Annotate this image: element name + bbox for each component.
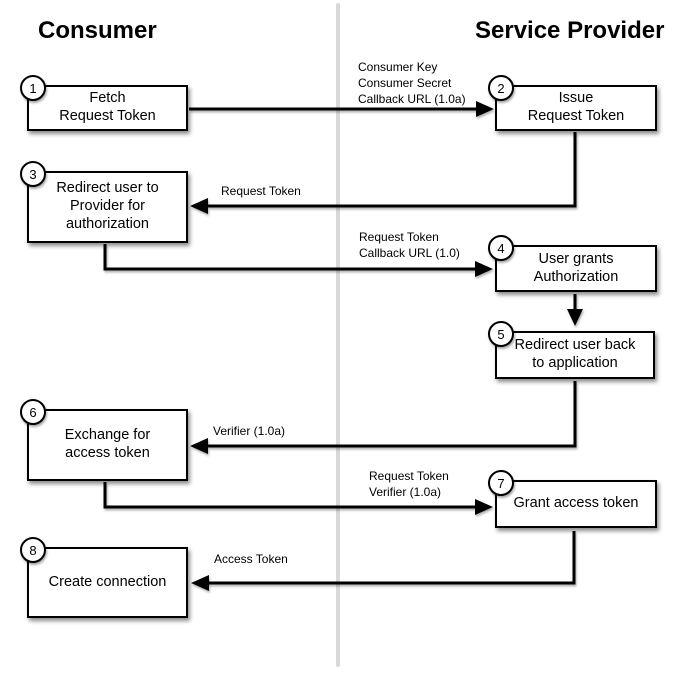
arrow-label-request-token-verifier: Request Token Verifier (1.0a): [369, 469, 449, 499]
step-number-badge: 1: [20, 75, 46, 101]
step-label: Issue Request Token: [527, 90, 625, 124]
step-box-fetch-request-token: 1 Fetch Request Token: [20, 75, 188, 131]
arrowhead-left-icon: [191, 575, 209, 591]
step-number-badge: 8: [20, 537, 46, 563]
step-label: Redirect user to Provider for authorizat…: [56, 180, 159, 232]
step-box-grant-access-token: 7 Grant access token: [488, 470, 657, 528]
arrow-line-2-3: [207, 132, 577, 208]
arrow-line-7-8: [208, 531, 576, 585]
arrow-line-3-4: [103, 244, 478, 271]
arrow-line-6-7: [103, 482, 478, 509]
arrowhead-right-icon: [475, 261, 493, 277]
column-heading-consumer: Consumer: [38, 17, 157, 44]
arrow-label-request-token-callback-url: Request Token Callback URL (1.0): [359, 230, 460, 260]
arrowhead-right-icon: [476, 101, 494, 117]
arrow-label-verifier: Verifier (1.0a): [213, 424, 286, 438]
step-box-exchange-for-access-token: 6 Exchange for access token: [20, 399, 188, 481]
step-number-badge: 4: [488, 235, 514, 261]
step-box-redirect-to-provider: 3 Redirect user to Provider for authoriz…: [20, 161, 188, 243]
step-number-badge: 3: [20, 161, 46, 187]
step-number-badge: 7: [488, 470, 514, 496]
step-label: Exchange for access token: [64, 427, 151, 461]
arrowhead-right-icon: [475, 499, 493, 515]
arrow-label-request-token: Request Token: [221, 184, 301, 198]
step-label: Create connection: [48, 573, 167, 590]
step-label: User grants Authorization: [533, 250, 619, 285]
step-box-user-grants-authorization: 4 User grants Authorization: [488, 235, 657, 292]
step-box-create-connection: 8 Create connection: [20, 537, 188, 618]
step-box-issue-request-token: 2 Issue Request Token: [488, 75, 657, 131]
arrow-label-access-token: Access Token: [214, 552, 288, 566]
column-heading-service-provider: Service Provider: [475, 17, 665, 44]
step-box-redirect-back-to-application: 5 Redirect user back to application: [488, 321, 655, 379]
step-number-badge: 5: [488, 321, 514, 347]
step-label: Grant access token: [513, 495, 639, 512]
column-divider-line: [336, 3, 340, 667]
step-number-badge: 6: [20, 399, 46, 425]
arrowhead-left-icon: [190, 438, 208, 454]
step-label: Redirect user back to application: [514, 337, 636, 371]
arrowhead-left-icon: [190, 198, 208, 214]
step-label: Fetch Request Token: [59, 90, 156, 124]
arrow-label-consumer-key-secret-callback: Consumer Key Consumer Secret Callback UR…: [358, 60, 466, 106]
arrowhead-down-icon: [567, 309, 583, 326]
step-number-badge: 2: [488, 75, 514, 101]
arrow-line-5-6: [206, 381, 577, 448]
